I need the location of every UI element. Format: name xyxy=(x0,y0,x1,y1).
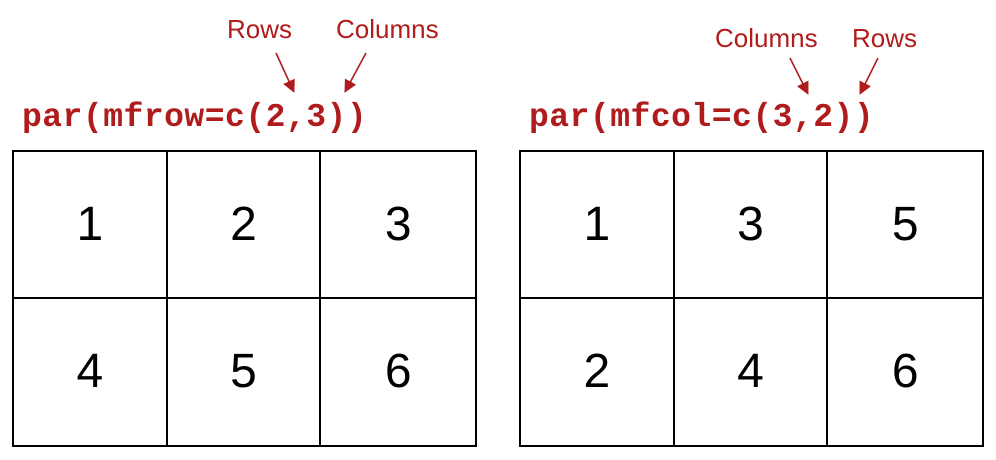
rows-arrow xyxy=(275,52,295,93)
mfrow-code: par(mfrow=c(2,3)) xyxy=(22,99,368,136)
grid-cell: 2 xyxy=(521,298,675,445)
grid-cell: 3 xyxy=(674,152,829,299)
grid-cell: 5 xyxy=(168,298,322,445)
grid-cell: 1 xyxy=(521,152,675,299)
mfrow-panel: Rows Columns par(mfrow=c(2,3)) 1 2 3 4 5… xyxy=(0,0,480,460)
columns-annotation: Columns xyxy=(715,23,818,53)
annotation-arrows xyxy=(789,57,879,95)
grid-cell: 6 xyxy=(891,345,919,399)
columns-arrow xyxy=(789,57,809,95)
rows-annotation: Rows xyxy=(227,14,293,44)
grid-cell: 6 xyxy=(384,345,412,399)
grid-cell: 3 xyxy=(321,152,475,299)
grid-cell: 5 xyxy=(828,152,982,299)
columns-annotation: Columns xyxy=(336,14,439,44)
mfcol-panel: Columns Rows par(mfcol=c(3,2)) 1 3 5 2 4… xyxy=(507,0,987,460)
annotation-arrows xyxy=(275,52,367,93)
mfrow-layout-grid: 1 2 3 4 5 6 xyxy=(12,150,477,447)
grid-cell: 4 xyxy=(14,298,168,445)
grid-cell: 2 xyxy=(167,152,322,299)
grid-cell: 1 xyxy=(14,152,168,299)
mfcol-code: par(mfcol=c(3,2)) xyxy=(529,99,875,136)
rows-annotation: Rows xyxy=(852,23,918,53)
columns-arrow xyxy=(344,52,367,93)
mfcol-layout-grid: 1 3 5 2 4 6 xyxy=(519,150,984,447)
grid-cell: 4 xyxy=(675,298,829,445)
rows-arrow xyxy=(859,57,879,95)
